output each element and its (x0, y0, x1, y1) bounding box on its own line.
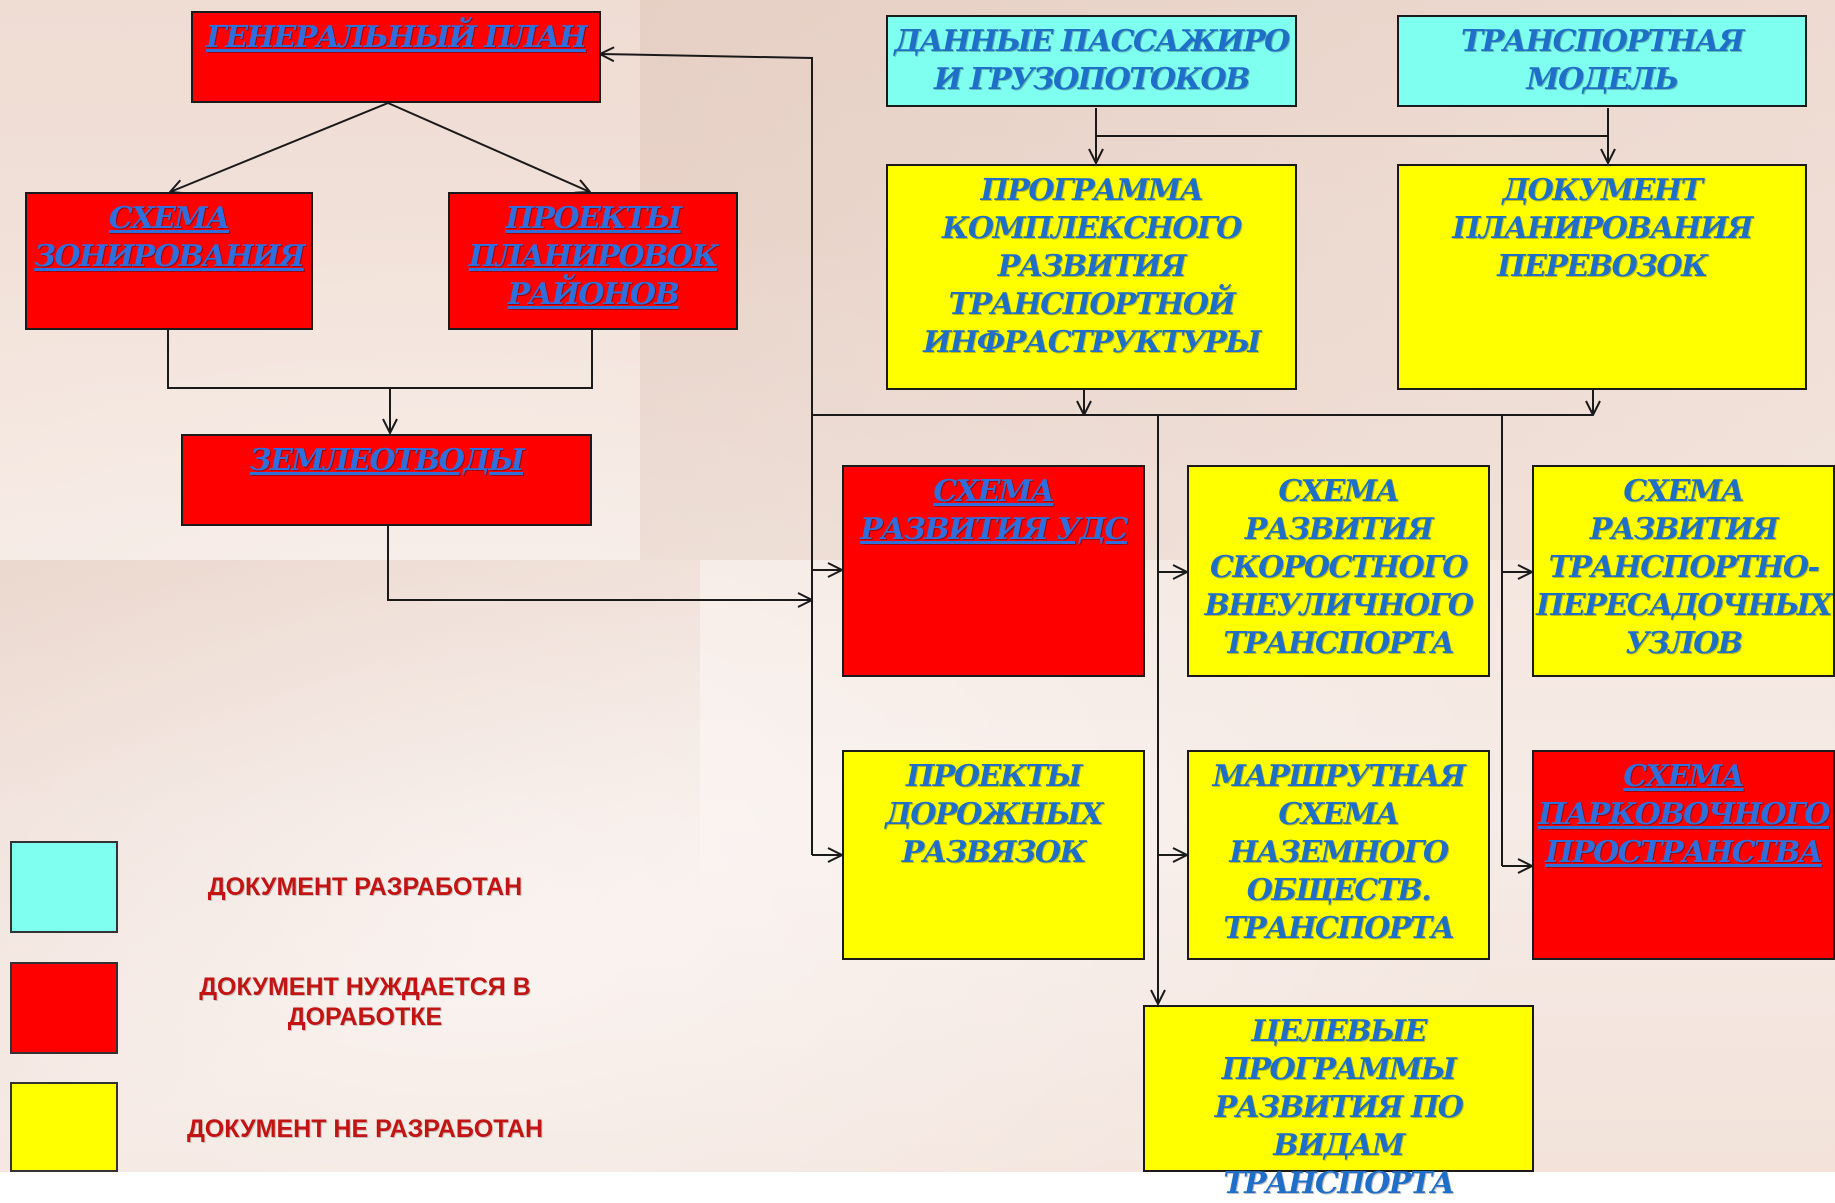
node-zoning-scheme-label: СХЕМА ЗОНИРОВАНИЯ (34, 201, 305, 274)
legend-label-not-developed: ДОКУМЕНТ НЕ РАЗРАБОТАН (186, 1115, 544, 1143)
node-flow-data[interactable]: ДАННЫЕ ПАССАЖИРО И ГРУЗОПОТОКОВ (886, 15, 1297, 107)
node-rapid-transit-scheme-label: СХЕМА РАЗВИТИЯ СКОРОСТНОГО ВНЕУЛИЧНОГО Т… (1204, 474, 1474, 661)
node-uds-scheme-label: СХЕМА РАЗВИТИЯ УДС (860, 474, 1128, 547)
node-interchange-hubs-scheme-label: СХЕМА РАЗВИТИЯ ТРАНСПОРТНО- ПЕРЕСАДОЧНЫХ… (1536, 474, 1832, 661)
node-flow-data-label: ДАННЫЕ ПАССАЖИРО И ГРУЗОПОТОКОВ (894, 24, 1290, 97)
node-transport-planning-doc[interactable]: ДОКУМЕНТ ПЛАНИРОВАНИЯ ПЕРЕВОЗОК (1397, 164, 1807, 390)
node-parking-scheme-label: СХЕМА ПАРКОВОЧНОГО ПРОСТРАНСТВА (1538, 759, 1830, 870)
node-zoning-scheme[interactable]: СХЕМА ЗОНИРОВАНИЯ (25, 192, 313, 330)
connector-land-allotment-to-uds (387, 526, 812, 600)
connector-layer (167, 0, 1835, 1172)
legend-swatch-not-developed (10, 1082, 118, 1172)
connector-feedback-to-general-plan (600, 54, 813, 415)
connector-general-plan-to-district-planning (387, 102, 590, 192)
node-road-junction-projects-label: ПРОЕКТЫ ДОРОЖНЫХ РАЗВЯЗОК (885, 759, 1103, 870)
node-infra-program-label: ПРОГРАММА КОМПЛЕКСНОГО РАЗВИТИЯ ТРАНСПОР… (923, 173, 1261, 360)
node-district-planning[interactable]: ПРОЕКТЫ ПЛАНИРОВОК РАЙОНОВ (448, 192, 738, 330)
legend-swatch-developed (10, 841, 118, 933)
connector-general-plan-to-zoning (170, 102, 389, 192)
node-interchange-hubs-scheme[interactable]: СХЕМА РАЗВИТИЯ ТРАНСПОРТНО- ПЕРЕСАДОЧНЫХ… (1532, 465, 1835, 677)
node-public-transport-routes[interactable]: МАРШРУТНАЯ СХЕМА НАЗЕМНОГО ОБЩЕСТВ. ТРАН… (1187, 750, 1490, 960)
node-parking-scheme[interactable]: СХЕМА ПАРКОВОЧНОГО ПРОСТРАНСТВА (1532, 750, 1835, 960)
node-general-plan-label: ГЕНЕРАЛЬНЫЙ ПЛАН (206, 20, 587, 55)
node-target-programs-label: ЦЕЛЕВЫЕ ПРОГРАММЫ РАЗВИТИЯ ПО ВИДАМ ТРАН… (1214, 1014, 1464, 1201)
node-uds-scheme[interactable]: СХЕМА РАЗВИТИЯ УДС (842, 465, 1145, 677)
node-road-junction-projects[interactable]: ПРОЕКТЫ ДОРОЖНЫХ РАЗВЯЗОК (842, 750, 1145, 960)
node-transport-planning-doc-label: ДОКУМЕНТ ПЛАНИРОВАНИЯ ПЕРЕВОЗОК (1452, 173, 1753, 284)
node-target-programs[interactable]: ЦЕЛЕВЫЕ ПРОГРАММЫ РАЗВИТИЯ ПО ВИДАМ ТРАН… (1143, 1005, 1534, 1201)
legend-swatch-needs-revision (10, 962, 118, 1054)
connector-zoning-to-merge (167, 330, 593, 389)
node-general-plan[interactable]: ГЕНЕРАЛЬНЫЙ ПЛАН (191, 11, 601, 103)
node-land-allotment-label: ЗЕМЛЕОТВОДЫ (249, 443, 525, 478)
node-district-planning-label: ПРОЕКТЫ ПЛАНИРОВОК РАЙОНОВ (468, 201, 719, 312)
node-public-transport-routes-label: МАРШРУТНАЯ СХЕМА НАЗЕМНОГО ОБЩЕСТВ. ТРАН… (1212, 759, 1466, 946)
node-transport-model[interactable]: ТРАНСПОРТНАЯ МОДЕЛЬ (1397, 15, 1807, 107)
node-infra-program[interactable]: ПРОГРАММА КОМПЛЕКСНОГО РАЗВИТИЯ ТРАНСПОР… (886, 164, 1297, 390)
legend-label-developed: ДОКУМЕНТ РАЗРАБОТАН (207, 873, 523, 901)
node-transport-model-label: ТРАНСПОРТНАЯ МОДЕЛЬ (1460, 24, 1745, 97)
node-land-allotment[interactable]: ЗЕМЛЕОТВОДЫ (181, 434, 592, 526)
legend-label-needs-revision: ДОКУМЕНТ НУЖДАЕТСЯ В ДОРАБОТКЕ (199, 973, 531, 1031)
node-rapid-transit-scheme[interactable]: СХЕМА РАЗВИТИЯ СКОРОСТНОГО ВНЕУЛИЧНОГО Т… (1187, 465, 1490, 677)
